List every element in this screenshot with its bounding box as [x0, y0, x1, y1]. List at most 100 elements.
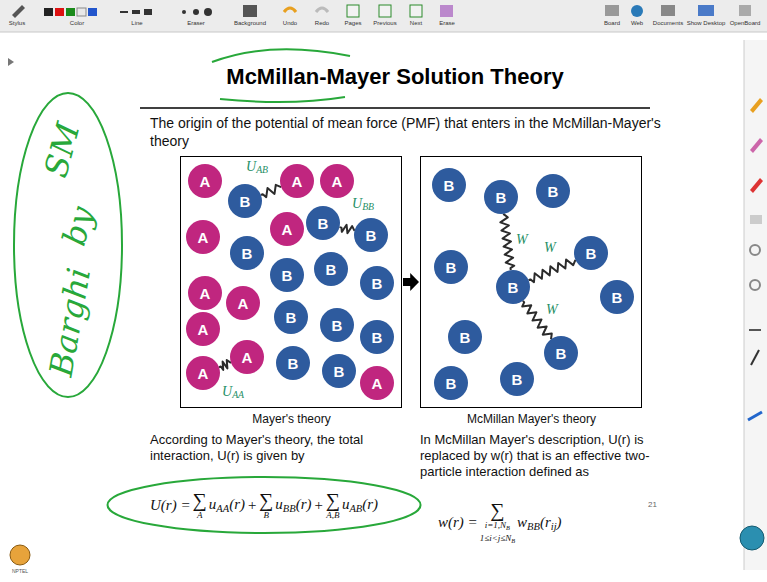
toolbar-label: Color: [70, 20, 84, 27]
particle-letter: B: [318, 215, 329, 232]
frame-caption: Mayer's theory: [180, 412, 403, 426]
side-marker: [8, 58, 14, 66]
sum-limit: A,B: [326, 510, 339, 520]
interaction-label: W: [516, 232, 528, 248]
toolbar-label: Background: [234, 20, 266, 27]
particle-letter: A: [238, 295, 249, 312]
sum-limit: 1≤i<j≤NB: [480, 533, 515, 546]
sum-column: ∑A,B: [326, 490, 340, 520]
formula-term: wBB(rij): [517, 514, 562, 532]
handwritten-note: by: [55, 202, 102, 249]
formula: U(r) =∑AuAA(r)+∑BuBB(r)+∑A,BuAB(r): [150, 490, 378, 520]
desktop-icon: [698, 5, 714, 16]
laser-tool: [748, 412, 762, 420]
toolbar-label: OpenBoard: [730, 20, 761, 27]
particle-letter: A: [200, 285, 211, 302]
subscript: AB: [349, 503, 362, 514]
page-number: 21: [648, 500, 657, 509]
color-swatch: [77, 8, 86, 16]
particle-letter: B: [496, 189, 507, 206]
handwritten-note: Barghi: [42, 265, 98, 379]
particle-letter: B: [240, 193, 251, 210]
line-icon: [132, 10, 140, 14]
particle-circle: B: [360, 320, 394, 354]
tool-strip: [744, 40, 767, 570]
toolbar-label: Board: [604, 20, 620, 27]
color-swatch: [55, 8, 64, 16]
eraser-icon: [193, 9, 199, 15]
particle-letter: B: [372, 329, 383, 346]
theory-frame: ABAAABABBABBBABAAABBBBAMayer's theory: [180, 156, 403, 426]
interaction-label: W: [546, 302, 558, 318]
paragraph-text: According to Mayer's theory, the total i…: [150, 432, 370, 464]
interaction-spring: [529, 259, 576, 282]
formula-term: w(r) =: [438, 514, 478, 531]
pen-tool: [750, 98, 763, 113]
formula-term: uBB(r): [275, 496, 311, 514]
subscript: BB: [362, 201, 374, 212]
particle-circle: B: [496, 270, 530, 304]
subscript: B: [506, 524, 510, 531]
particle-circle: B: [276, 346, 310, 380]
particle-circle: B: [432, 168, 466, 202]
nptel-logo: [10, 545, 30, 565]
sum-column: ∑B: [259, 490, 273, 520]
particle-circle: B: [536, 174, 570, 208]
particle-circle: B: [434, 366, 468, 400]
particle-letter: B: [366, 227, 377, 244]
text-tool: [751, 350, 759, 365]
particle-letter: A: [282, 221, 293, 238]
previous-icon: [379, 5, 391, 17]
particle-circle: B: [322, 354, 356, 388]
particle-letter: B: [548, 183, 559, 200]
handwritten-note: SM: [37, 119, 88, 182]
toolbar-label: Erase: [439, 20, 455, 27]
slide-title: McMillan-Mayer Solution Theory: [140, 64, 650, 90]
sum-limit: A: [197, 510, 203, 520]
particle-letter: B: [612, 289, 623, 306]
zoom-tool: [750, 280, 760, 290]
logo-text: NPTEL: [12, 568, 28, 574]
color-swatch: [88, 8, 97, 16]
particle-circle: A: [186, 220, 220, 254]
formula-term: +: [247, 497, 257, 514]
particle-circle: B: [270, 258, 304, 292]
subscript: ij: [551, 520, 557, 531]
particle-circle: B: [314, 252, 348, 286]
subscript: BB: [283, 503, 296, 514]
formula-term: uAB(r): [342, 496, 378, 514]
formula-term: +: [314, 497, 324, 514]
formula-term: uAA(r): [209, 496, 245, 514]
interaction-spring: [500, 214, 514, 270]
line-icon: [144, 9, 152, 15]
particle-letter: B: [586, 245, 597, 262]
openboard-icon: [739, 5, 751, 16]
documents-icon: [661, 5, 675, 16]
sum-sign: ∑: [490, 500, 504, 520]
pages-icon: [347, 5, 359, 17]
subscript: BB: [527, 520, 540, 531]
interaction-spring: [339, 225, 354, 233]
zoom-tool: [750, 245, 760, 255]
redo-icon: [316, 8, 328, 12]
frame-caption: McMillan Mayer's theory: [420, 412, 643, 426]
sum-column: ∑i=1,NB1≤i<j≤NB: [480, 500, 515, 545]
theory-frame: BBBBBBBBBBBMcMillan Mayer's theory: [420, 156, 643, 426]
particle-letter: B: [460, 329, 471, 346]
particle-letter: B: [288, 355, 299, 372]
particle-letter: B: [446, 375, 457, 392]
particle-circle: B: [360, 266, 394, 300]
subtitle-text: The origin of the potential of mean forc…: [150, 114, 680, 150]
particle-letter: B: [286, 309, 297, 326]
color-swatch: [44, 8, 53, 16]
toolbar-label: Web: [631, 20, 643, 27]
toolbar-label: Next: [410, 20, 422, 27]
particle-circle: B: [600, 280, 634, 314]
particle-circle: A: [186, 312, 220, 346]
sum-sign: ∑: [259, 490, 273, 510]
particle-circle: B: [228, 184, 262, 218]
toolbar-label: Undo: [283, 20, 297, 27]
toolbar-label: Eraser: [187, 20, 205, 27]
background-icon: [243, 5, 257, 17]
